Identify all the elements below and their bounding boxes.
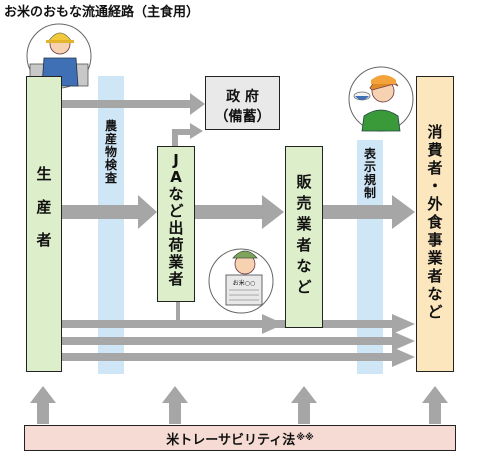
vertical-char: 表 [363,147,376,161]
labeling-band [357,140,383,374]
labeling-band-label: 表示規制 [357,148,383,200]
vertical-char: ど [427,303,443,321]
arrow-ja-to-consumer-low [176,302,415,334]
vertical-char: 費 [427,141,443,159]
vertical-char: 農 [104,119,117,133]
vertical-char: な [427,285,443,303]
vertical-char: 検 [104,158,117,172]
producer-node: 生産者 [26,76,62,372]
arrow-producer-to-government [62,93,205,115]
vertical-char: 消 [427,123,443,141]
vertical-char: 者 [36,231,52,249]
vertical-char: 生 [36,165,52,183]
vertical-char: 者 [427,159,443,177]
diagram-title: お米のおもな流通経路（主食用） [4,5,200,20]
vertical-char: 荷 [168,236,184,254]
arrow-producer-to-retail-low [62,314,284,334]
arrow-ja-to-government [172,123,203,146]
vertical-char: 物 [104,145,117,159]
vertical-char: な [296,257,312,275]
government-node: 政 府 （備蓄） [205,76,280,130]
farmer-illustration [26,23,92,89]
vertical-char: 業 [427,249,443,267]
vertical-char: ど [168,202,184,220]
vertical-char: 外 [427,195,443,213]
government-sublabel: （備蓄） [214,109,271,125]
up-arrow-ja [162,386,188,424]
vertical-char: 事 [427,231,443,249]
vertical-char: 業 [296,215,312,233]
inspection-band-label: 農産物検査 [98,120,124,185]
vertical-char: 販 [296,173,312,191]
up-arrow-producer [30,386,56,424]
vertical-char: 者 [168,270,184,288]
government-label: 政 府 [226,89,259,105]
vertical-char: 示 [363,160,376,174]
law-name: 米トレーサビリティ法 [166,432,296,448]
vertical-char: 売 [296,194,312,212]
consumer-node: 消費者・外食事業者など [416,76,454,372]
vertical-char: 食 [427,213,443,231]
vertical-char: 者 [296,236,312,254]
arrow-ja-to-retail [195,195,284,229]
arrow-retail-to-consumer [323,195,415,229]
vertical-char: 査 [104,171,117,185]
consumer-label: 消費者・外食事業者など [417,125,453,323]
vertical-char: 規 [363,173,376,187]
consumer-illustration [348,66,414,132]
arrow-producer-to-consumer-bottom [62,347,415,367]
retail-node: 販売業者など [285,146,323,328]
vertical-char: 業 [168,253,184,271]
arrow-producer-to-ja [62,195,157,229]
producer-label: 生産者 [27,167,61,266]
retail-label: 販売業者など [286,175,322,301]
retailer-apron-text: お米○○ [233,279,255,287]
traceability-law-label: 米トレーサビリティ法※※ [25,426,455,450]
vertical-char: A [170,168,182,186]
up-arrow-consumer [422,386,448,424]
arrow-producer-to-consumer-mid [62,331,415,351]
traceability-law-bar: 米トレーサビリティ法※※ [24,425,456,451]
vertical-char: 制 [363,186,376,200]
vertical-char: 出 [168,219,184,237]
up-arrow-retail [291,386,317,424]
law-note-mark: ※※ [296,433,314,443]
vertical-char: ど [296,278,312,296]
vertical-char: 産 [36,198,52,216]
vertical-char: 産 [104,132,117,146]
vertical-char: な [168,185,184,203]
vertical-char: 者 [427,267,443,285]
vertical-char: J [173,151,179,169]
retailer-illustration: お米○○ [208,248,274,314]
vertical-char: ・ [427,177,443,195]
